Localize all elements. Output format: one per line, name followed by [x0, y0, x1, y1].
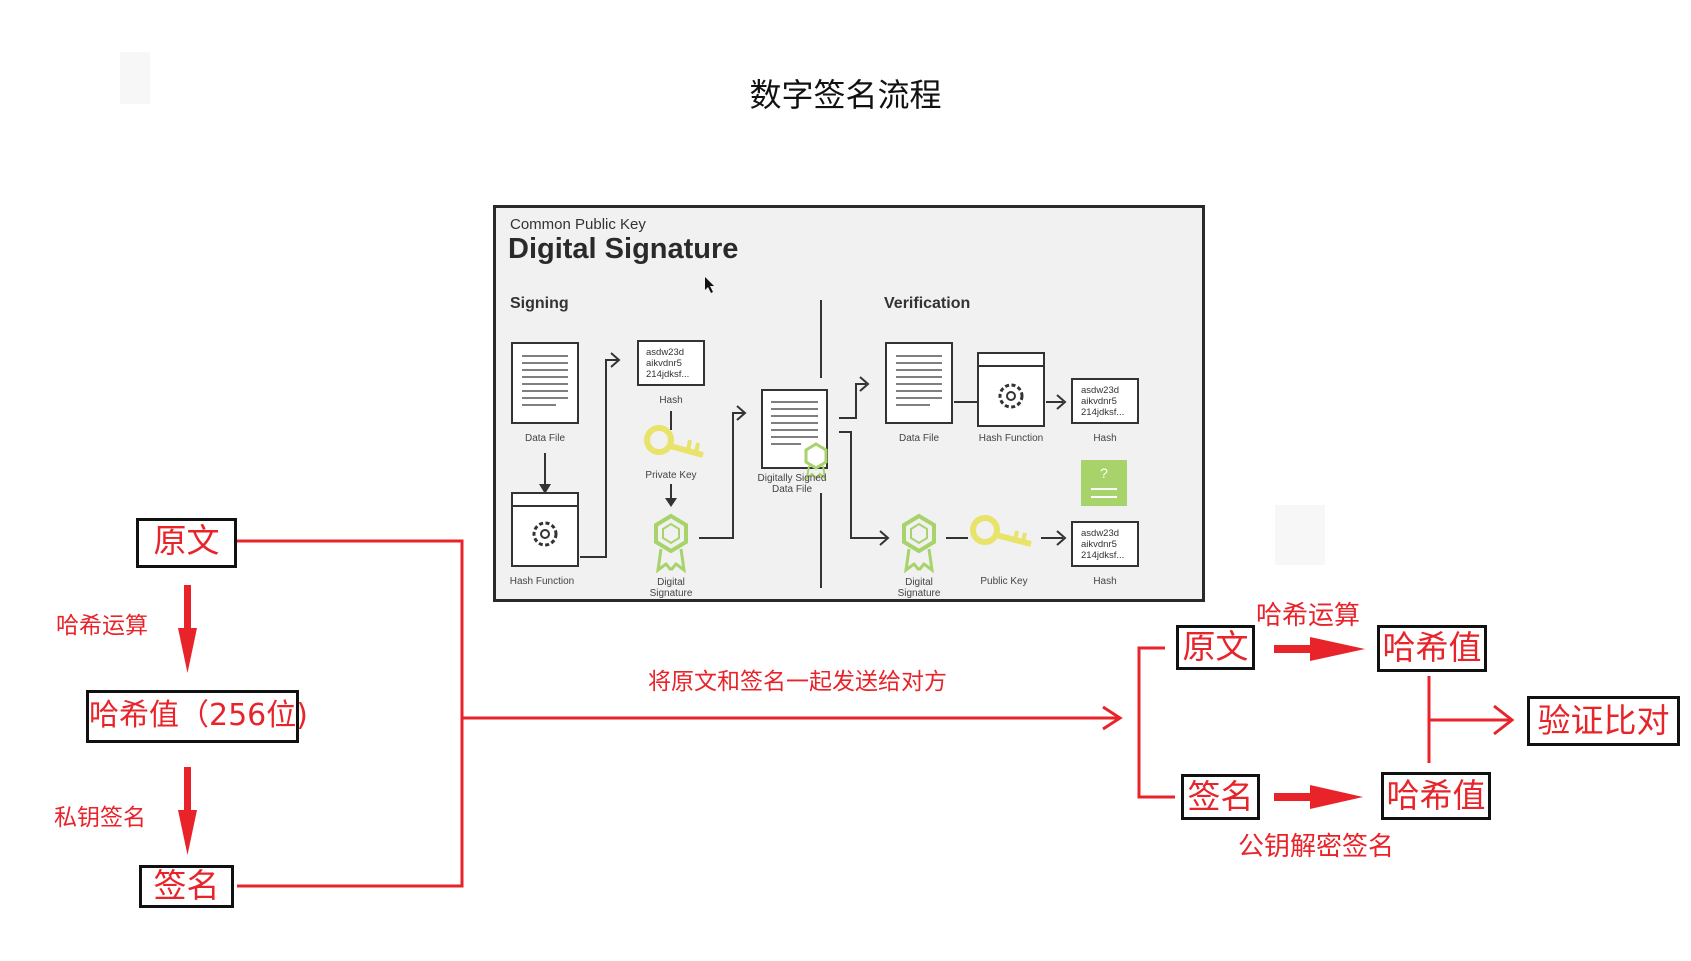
received-original-box: 原文 — [1176, 625, 1255, 670]
hash-text-line: aikvdnr5 — [1081, 396, 1117, 407]
public-key-icon — [970, 515, 1032, 547]
hash-label: Hash — [659, 395, 682, 406]
digital-signature-label-verify-line: Digital — [905, 577, 933, 588]
hash-icon-verify-top: asdw23d aikvdnr5 214jdksf... — [1071, 378, 1139, 424]
flow-arrow — [699, 412, 744, 539]
flow-arrow-head — [539, 484, 551, 494]
verification-heading: Verification — [884, 295, 970, 312]
flow-arrow — [580, 359, 618, 558]
hash-text-line: asdw23d — [1081, 385, 1119, 396]
data-file-label: Data File — [525, 433, 565, 444]
flow-arrow-head — [1056, 394, 1067, 410]
signing-heading: Signing — [510, 295, 569, 312]
flow-arrow-head — [610, 352, 621, 368]
hash-text-line: 214jdksf... — [1081, 407, 1124, 418]
data-file-label-verify: Data File — [899, 433, 939, 444]
panel-subtitle: Common Public Key — [510, 216, 646, 233]
verify-arrow-head — [1493, 704, 1515, 736]
computed-hash-box: 哈希值 — [1377, 625, 1487, 672]
down-arrow-shaft — [184, 767, 191, 815]
public-key-decrypt-label: 公钥解密签名 — [1238, 832, 1395, 862]
flow-arrow-head — [736, 405, 747, 421]
flow-arrow — [839, 431, 887, 539]
verify-compare-box: 验证比对 — [1527, 696, 1680, 746]
hash-function-icon — [511, 492, 579, 567]
private-key-label: Private Key — [645, 470, 696, 481]
transfer-label: 将原文和签名一起发送给对方 — [648, 669, 947, 695]
hash-function-icon-verify — [977, 352, 1045, 427]
right-arrow-shaft — [1274, 793, 1314, 801]
faint-artifact — [1275, 505, 1325, 565]
right-arrow-head — [1310, 637, 1365, 661]
flow-arrow — [839, 383, 866, 419]
digital-signature-icon — [654, 513, 688, 574]
hash-text-line: aikvdnr5 — [646, 358, 682, 369]
hash-text-line: aikvdnr5 — [1081, 539, 1117, 550]
data-file-icon-verify — [885, 342, 953, 424]
down-arrow-head — [178, 628, 197, 673]
public-key-label: Public Key — [980, 576, 1027, 587]
digital-signature-icon-verify — [902, 513, 936, 574]
page-title: 数字签名流程 — [749, 76, 942, 114]
hash-label-verify-top: Hash — [1093, 433, 1116, 444]
hash-text-line: 214jdksf... — [646, 369, 689, 380]
cursor-icon — [705, 277, 714, 293]
hash-text-line: 214jdksf... — [1081, 550, 1124, 561]
flow-arrow-head — [859, 376, 870, 392]
signature-box: 签名 — [139, 865, 234, 908]
digital-signature-label-verify-line: Signature — [898, 588, 941, 599]
question-mark: ? — [1100, 465, 1108, 481]
digital-signature-panel: Common Public Key Digital Signature Sign… — [493, 205, 1205, 602]
digital-signature-label-line: Digital — [657, 577, 685, 588]
decrypted-hash-box: 哈希值 — [1381, 772, 1491, 820]
private-key-icon — [644, 425, 704, 458]
original-text-box: 原文 — [136, 518, 237, 568]
hash-text-line: asdw23d — [646, 347, 684, 358]
signed-data-file-icon — [761, 389, 828, 481]
signed-file-label-line: Data File — [772, 484, 812, 495]
hash-operation-label-right: 哈希运算 — [1256, 601, 1361, 631]
flow-arrow-head — [879, 530, 890, 546]
flow-arrow-head — [665, 498, 677, 507]
hash-operation-label: 哈希运算 — [56, 613, 148, 639]
flow-arrow-head — [1056, 530, 1067, 546]
hash-icon: asdw23d aikvdnr5 214jdksf... — [637, 340, 705, 386]
question-icon: ? — [1081, 460, 1127, 506]
right-arrow-head — [1310, 785, 1363, 809]
faint-artifact — [120, 52, 150, 104]
received-signature-box: 签名 — [1181, 774, 1260, 820]
transfer-arrow-head — [1102, 705, 1123, 731]
data-file-icon — [511, 342, 579, 424]
right-arrow-shaft — [1274, 645, 1314, 653]
hash-label-verify-bottom: Hash — [1093, 576, 1116, 587]
hash-function-label-verify: Hash Function — [979, 433, 1043, 444]
split-bracket — [1137, 646, 1175, 799]
connector-line — [237, 539, 464, 888]
hash-function-label: Hash Function — [510, 576, 574, 587]
private-key-sign-label: 私钥签名 — [54, 805, 146, 831]
down-arrow-head — [178, 810, 197, 855]
hash-value-box: 哈希值（256位) — [86, 690, 308, 743]
panel-title: Digital Signature — [508, 233, 738, 265]
down-arrow-shaft — [184, 585, 191, 633]
signed-file-label-line: Digitally Signed — [758, 473, 827, 484]
digital-signature-label-line: Signature — [650, 588, 693, 599]
hash-icon-verify-bottom: asdw23d aikvdnr5 214jdksf... — [1071, 521, 1139, 567]
hash-text-line: asdw23d — [1081, 528, 1119, 539]
